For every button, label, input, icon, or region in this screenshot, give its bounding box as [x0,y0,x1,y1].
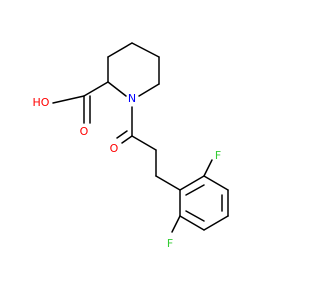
bond [185,184,205,196]
bond [107,81,127,97]
bond [116,130,128,139]
bond [107,42,133,58]
bond [203,175,229,191]
carboxyl-oxygen-label: O [80,125,89,138]
bond [131,135,157,151]
hydroxyl-label: HO [33,96,50,109]
bond [179,215,205,231]
bond [203,159,213,177]
bond [121,135,133,144]
fluorine-label-bottom: F [167,237,173,250]
bond [155,175,181,191]
atom-labels: HO O N O F F [33,92,222,250]
bond [131,42,160,58]
bond [83,81,109,97]
bond [138,83,160,97]
bond [52,95,85,104]
molecule-diagram: HO O N O F F [33,42,229,250]
bond [203,215,229,231]
nitrogen-label: N [128,92,136,105]
bond-lines [52,42,229,233]
fluorine-label-top: F [215,149,221,162]
acyl-oxygen-label: O [110,142,119,155]
bond [171,215,181,233]
bond [185,210,205,222]
bond [179,175,205,191]
